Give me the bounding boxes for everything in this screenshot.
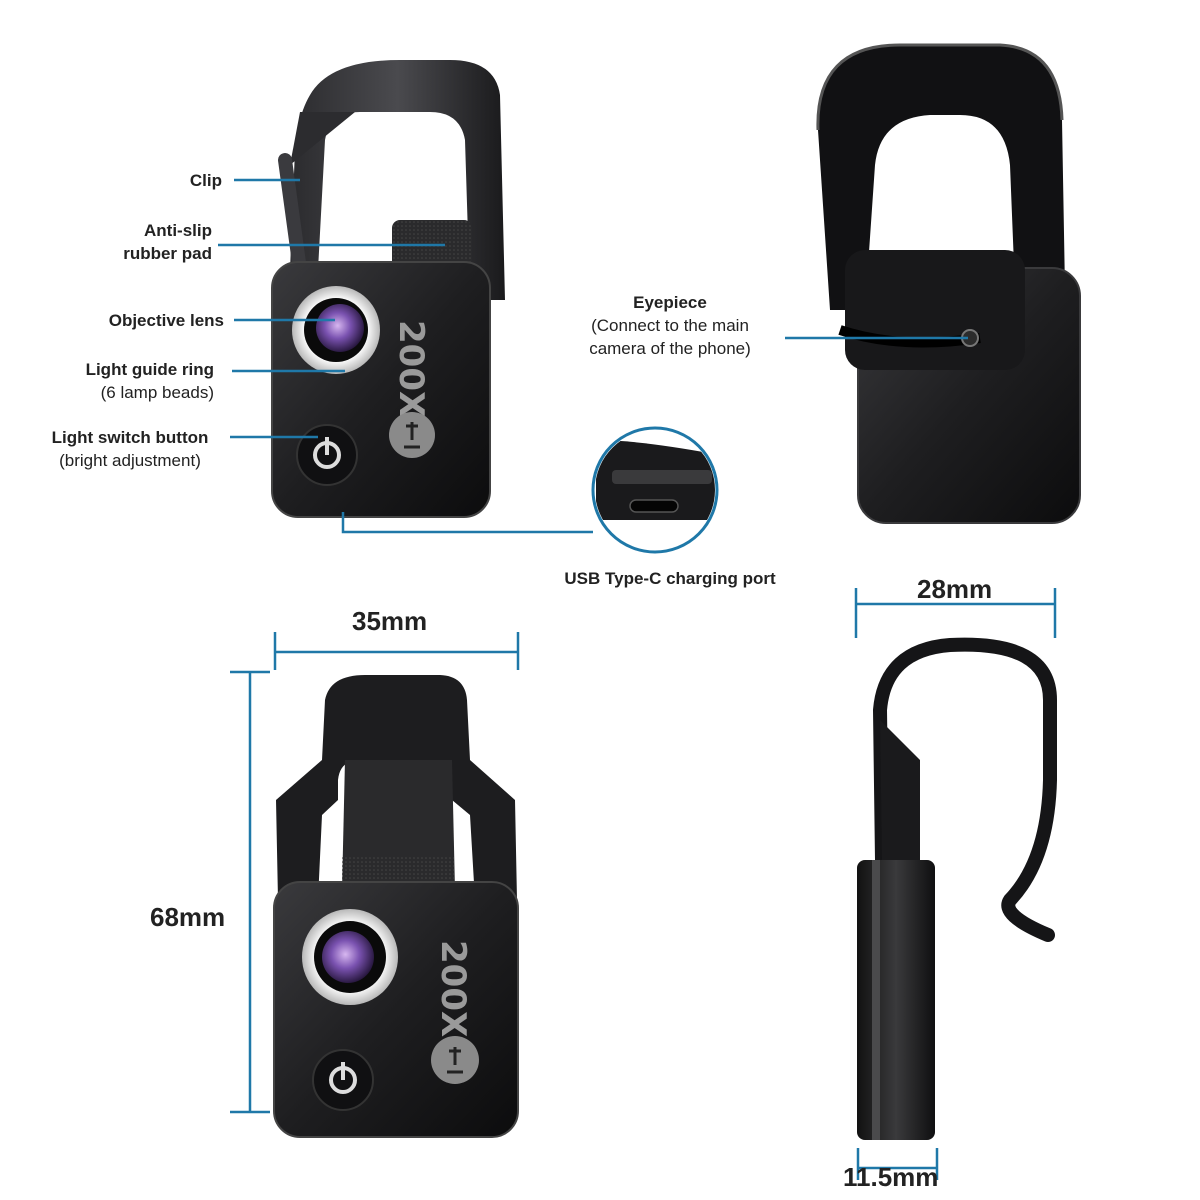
light-switch-label: Light switch button — [51, 428, 209, 447]
label-anti-slip: Anti-slip rubber pad — [123, 220, 212, 266]
objective-lens-label: Objective lens — [108, 311, 224, 330]
dimension-thickness: 11.5mm — [843, 1162, 939, 1192]
label-eyepiece: Eyepiece (Connect to the main camera of … — [560, 292, 780, 361]
dimension-height: 68mm — [150, 902, 226, 932]
dimension-lines — [230, 588, 1057, 1180]
svg-text:200X: 200X — [433, 940, 473, 1037]
eyepiece-sublabel-2: camera of the phone) — [589, 338, 751, 358]
side-body — [857, 860, 935, 1140]
light-guide-ring-label: Light guide ring — [85, 360, 214, 379]
front-body — [274, 882, 518, 1137]
side-hook — [872, 637, 1057, 942]
label-light-switch: Light switch button (bright adjustment) — [20, 427, 240, 473]
anti-slip-label-line2: rubber pad — [123, 243, 212, 263]
clip-label: Clip — [189, 171, 222, 190]
label-usb-port: USB Type-C charging port — [520, 568, 820, 591]
anti-slip-label-line1: Anti-slip — [144, 221, 212, 240]
label-light-guide-ring: Light guide ring (6 lamp beads) — [86, 359, 214, 405]
device-front-dimensioned: 200X — [273, 675, 519, 1138]
light-switch-sublabel: (bright adjustment) — [59, 450, 201, 470]
magnification-engraving: 200X — [391, 320, 431, 417]
label-objective-lens: Objective lens — [109, 310, 224, 333]
dimension-clip-width: 28mm — [917, 574, 993, 604]
objective-lens — [316, 304, 364, 352]
usb-port-label: USB Type-C charging port — [564, 569, 776, 588]
device-back — [816, 43, 1081, 524]
eyepiece-label: Eyepiece — [633, 293, 707, 312]
label-clip: Clip — [190, 170, 222, 193]
light-guide-ring-sublabel: (6 lamp beads) — [100, 382, 214, 402]
back-clip — [817, 45, 1065, 310]
device-side-profile — [857, 637, 1057, 1140]
front-clip — [276, 675, 517, 900]
usb-port-zoom — [591, 426, 719, 554]
eyepiece-sublabel-1: (Connect to the main — [591, 315, 749, 335]
leader-lines — [218, 178, 968, 534]
usb-c-port — [629, 499, 679, 513]
device-front-labelled: 200X — [271, 60, 505, 518]
dimension-width: 35mm — [352, 606, 428, 636]
